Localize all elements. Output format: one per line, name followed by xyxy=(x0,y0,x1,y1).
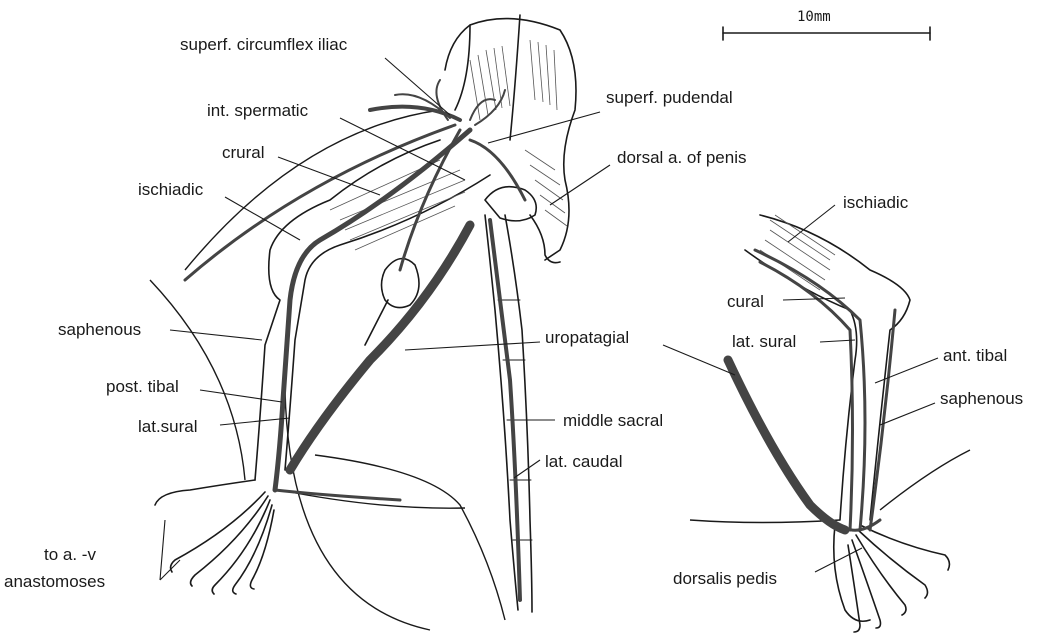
leader-to-av-1 xyxy=(160,520,165,580)
leg-outline-right xyxy=(760,215,910,520)
leader-dorsalis-pedis xyxy=(815,548,862,572)
uropatagium-edge xyxy=(315,455,505,620)
label-ant-tibal: ant. tibal xyxy=(943,346,1007,365)
leader-saphenous-left xyxy=(170,330,262,340)
body-outline-midline-2 xyxy=(510,15,520,140)
scale-bar-label: 10mm xyxy=(797,9,831,25)
label-ischiadic-left: ischiadic xyxy=(138,180,204,199)
muscle-fibers-leg xyxy=(760,215,835,290)
leader-dorsal-penis xyxy=(550,165,610,205)
leader-lines xyxy=(160,58,938,580)
label-superf-circumflex-iliac: superf. circumflex iliac xyxy=(180,35,348,54)
label-saphenous-right: saphenous xyxy=(940,389,1023,408)
penis-shaft xyxy=(530,215,560,263)
wing-membrane-lower xyxy=(285,390,430,630)
leader-superf-pudendal xyxy=(488,112,600,143)
foot-upper-outline xyxy=(155,480,255,505)
femoral-trunk xyxy=(275,130,470,490)
muscle-fibers-body xyxy=(470,40,567,226)
label-dorsal-penis: dorsal a. of penis xyxy=(617,148,746,167)
leg-outline-left xyxy=(745,250,857,520)
leader-post-tibal xyxy=(200,390,282,402)
label-saphenous-left: saphenous xyxy=(58,320,141,339)
label-lat-sural-left: lat.sural xyxy=(138,417,198,436)
toes-left xyxy=(171,492,274,594)
label-superf-pudendal: superf. pudendal xyxy=(606,88,733,107)
scale-bar: 10mm xyxy=(723,9,930,40)
int-spermatic-vessel xyxy=(400,130,460,270)
uropatagial-artery-right xyxy=(728,360,845,530)
label-cural: cural xyxy=(727,292,764,311)
label-dorsalis-pedis: dorsalis pedis xyxy=(673,569,777,588)
calcar-right xyxy=(690,520,840,523)
leader-uropatagial-left xyxy=(405,342,540,350)
label-middle-sacral: middle sacral xyxy=(563,411,663,430)
label-lat-sural-right: lat. sural xyxy=(732,332,796,351)
iliac-branches xyxy=(395,80,505,125)
foot-arch-vessel xyxy=(275,490,400,500)
leader-ant-tibal xyxy=(875,358,938,383)
muscle-fibers-thigh xyxy=(330,160,465,250)
label-int-spermatic: int. spermatic xyxy=(207,101,309,120)
membrane-edge-right xyxy=(880,450,970,510)
superf-pudendal-vessel xyxy=(470,140,525,200)
leader-saphenous-right xyxy=(880,403,935,425)
leader-ischiadic-right xyxy=(788,205,835,242)
label-uropatagial: uropatagial xyxy=(545,328,629,347)
penis-base xyxy=(485,187,536,221)
leader-to-av-2 xyxy=(160,560,180,580)
label-crural: crural xyxy=(222,143,265,162)
label-lat-caudal: lat. caudal xyxy=(545,452,623,471)
label-post-tibal: post. tibal xyxy=(106,377,179,396)
labels: superf. circumflex iliac int. spermatic … xyxy=(4,35,1023,591)
toes-right xyxy=(848,525,949,632)
label-to-av-2: anastomoses xyxy=(4,572,105,591)
label-ischiadic-right: ischiadic xyxy=(843,193,909,212)
label-to-av-1: to a. -v xyxy=(44,545,96,564)
spermatic-cord-tip xyxy=(365,300,388,345)
leader-lat-caudal xyxy=(514,460,540,478)
